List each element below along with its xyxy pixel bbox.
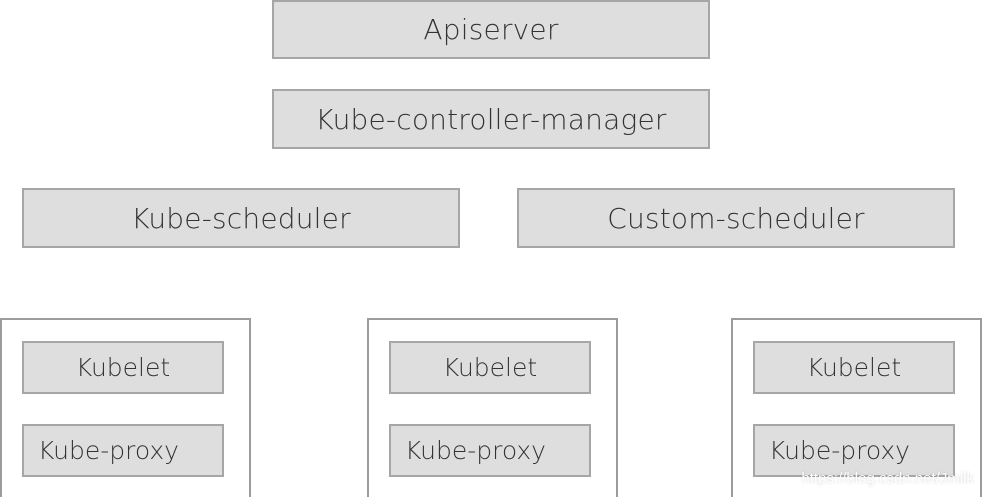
node-3-kubelet-label: Kubelet [806, 353, 902, 382]
apiserver-label: Apiserver [423, 13, 559, 46]
node-2-kube-proxy-box: Kube-proxy [389, 424, 591, 477]
custom-scheduler-label: Custom-scheduler [607, 201, 865, 235]
custom-scheduler-box: Custom-scheduler [517, 188, 955, 248]
node-3-kube-proxy-box: Kube-proxy [753, 424, 955, 477]
node-1-kube-proxy-box: Kube-proxy [22, 424, 224, 477]
apiserver-box: Apiserver [272, 0, 710, 59]
node-1-kubelet-label: Kubelet [75, 353, 171, 382]
watermark: https://blog.csdn.net/Jmilk [801, 470, 974, 487]
node-2-kubelet-label: Kubelet [442, 353, 538, 382]
node-1-kubelet-box: Kubelet [22, 341, 224, 394]
node-2-kubelet-box: Kubelet [389, 341, 591, 394]
node-3-kube-proxy-label: Kube-proxy [769, 436, 910, 465]
kube-scheduler-box: Kube-scheduler [22, 188, 460, 248]
node-3-kubelet-box: Kubelet [753, 341, 955, 394]
controller-manager-box: Kube-controller-manager [272, 89, 710, 149]
node-1-kube-proxy-label: Kube-proxy [38, 436, 179, 465]
controller-manager-label: Kube-controller-manager [315, 102, 667, 136]
kube-scheduler-label: Kube-scheduler [131, 201, 351, 235]
node-2-kube-proxy-label: Kube-proxy [405, 436, 546, 465]
